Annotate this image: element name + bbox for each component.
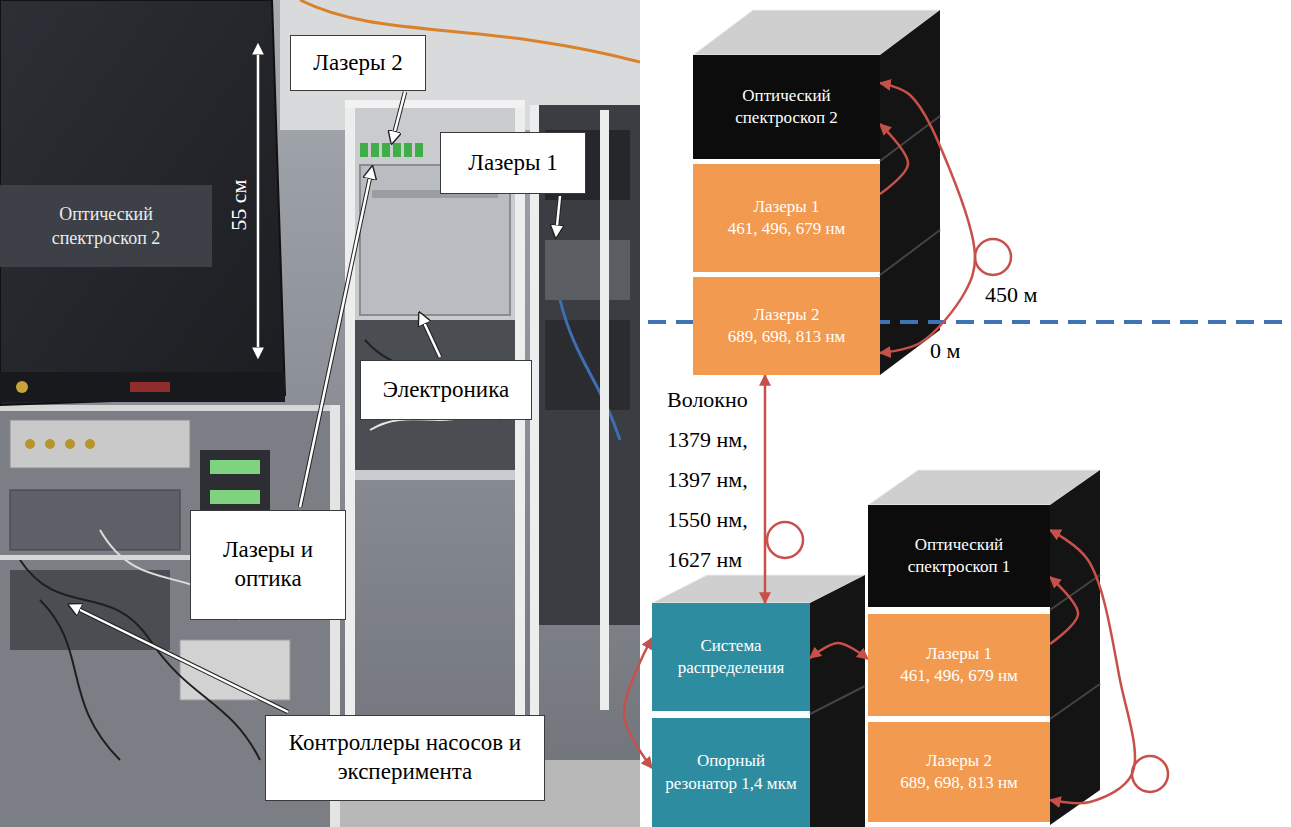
node-title: Оптический спектроскоп 2: [10, 202, 202, 251]
cube-side-face: [810, 575, 865, 827]
fiber-connector: [415, 143, 423, 157]
bnc-connector: [45, 439, 55, 449]
rack-device: [545, 240, 630, 300]
leader-outline: [420, 314, 440, 357]
panel-label: Оптический спектроскоп 2: [0, 185, 212, 267]
connector-label: Волокно 1379 нм, 1397 нм, 1550 нм, 1627 …: [667, 380, 757, 580]
display: [210, 460, 260, 474]
callout-box: Лазеры 2: [290, 35, 426, 91]
instrument-box: [10, 420, 190, 468]
node-title: Контроллеры насосов и эксперимента: [276, 729, 534, 787]
distance-label: 0 м: [930, 338, 960, 364]
display: [210, 490, 260, 504]
dimension-arrow: [257, 44, 260, 358]
fiber-connector: [404, 143, 412, 157]
spectroscope-panel: [0, 0, 285, 405]
cube-edge: [810, 686, 865, 714]
blue-cable: [560, 300, 620, 440]
dimension-label: 55 см: [227, 179, 253, 230]
photo-background: [0, 0, 640, 827]
bnc-connector: [25, 439, 35, 449]
fiber-connector: [371, 143, 379, 157]
connector-arrow: [880, 124, 908, 194]
node-title: Лазеры 2: [301, 49, 415, 78]
panel-base-strip: [0, 372, 285, 402]
connector-arrow: [624, 638, 652, 768]
laser-box: Лазеры 2689, 698, 813 нм: [693, 277, 880, 375]
rack-frame: [345, 100, 525, 108]
laser-box: Лазеры 1461, 496, 679 нм: [693, 164, 880, 272]
logo-mark: [130, 382, 170, 392]
cube-side-face: [1050, 470, 1100, 825]
fiber-coil: [767, 522, 803, 558]
distribution-box: Система распределения: [652, 603, 810, 711]
leader-outline: [300, 168, 372, 507]
bnc-connector: [65, 439, 75, 449]
fiber-connector: [393, 143, 401, 157]
laser-box: Лазеры 2689, 698, 813 нм: [868, 722, 1050, 822]
spectroscope-box: Оптический спектроскоп 1: [868, 505, 1050, 607]
node-title: Лазеры 2: [878, 750, 1040, 772]
rack-post: [345, 100, 355, 760]
instrument-box: [10, 490, 180, 550]
node-title: Оптический спектроскоп 1: [878, 534, 1040, 578]
callout-box: Лазеры 1: [440, 132, 586, 194]
lab-photo: [0, 0, 640, 827]
logo-mark: [16, 381, 28, 393]
connector-arrow: [810, 643, 868, 659]
leader-outline: [556, 196, 560, 236]
node-title: Система распределения: [662, 635, 800, 679]
laser-box: Лазеры 1461, 496, 679 нм: [868, 614, 1050, 716]
resonator-box: Опорный резонатор 1,4 мкм: [652, 718, 810, 827]
node-title: Электроника: [371, 376, 521, 405]
connector-arrow: [1050, 530, 1135, 803]
node-title: Лазеры и оптика: [201, 536, 335, 594]
node-title: Оптический спектроскоп 2: [703, 85, 870, 129]
rack-post: [600, 110, 609, 710]
connector-arrow: [764, 375, 767, 603]
instrument-box: [10, 570, 170, 650]
leader-outline: [392, 92, 405, 142]
node-title: Опорный резонатор 1,4 мкм: [662, 750, 800, 794]
callout-box: Контроллеры насосов и эксперимента: [265, 715, 545, 801]
node-detail: 689, 698, 813 нм: [703, 326, 870, 348]
node-detail: 461, 496, 679 нм: [878, 665, 1040, 687]
node-title: Лазеры 2: [703, 304, 870, 326]
node-detail: 689, 698, 813 нм: [878, 772, 1040, 794]
leader-outline: [70, 605, 288, 712]
callout-box: Лазеры и оптика: [190, 510, 346, 620]
leader-arrow: [70, 605, 288, 712]
cube-edge: [880, 230, 940, 275]
cube-edge: [880, 116, 940, 161]
fiber-connector: [360, 143, 368, 157]
rack-post: [530, 105, 539, 765]
bnc-connector: [85, 439, 95, 449]
shelf: [0, 405, 340, 411]
connector-arrow: [880, 83, 975, 353]
connector-arrow: [1050, 577, 1078, 644]
node-title: Лазеры 1: [878, 643, 1040, 665]
node-detail: 461, 496, 679 нм: [703, 218, 870, 240]
distance-label: 450 м: [985, 282, 1037, 308]
node-title: Лазеры 1: [451, 149, 575, 178]
spectroscope-box: Оптический спектроскоп 2: [693, 55, 880, 159]
cube-edge: [1050, 684, 1100, 719]
fiber-coil: [1132, 756, 1168, 792]
callout-box: Электроника: [360, 360, 532, 420]
leader-arrow: [392, 92, 405, 142]
fiber-coil: [975, 239, 1011, 275]
connector-group: [624, 83, 1135, 803]
rack-device: [545, 320, 630, 410]
node-title: Лазеры 1: [703, 196, 870, 218]
leader-arrow: [420, 314, 440, 357]
leader-arrow: [300, 168, 372, 507]
fiber-connector: [382, 143, 390, 157]
rack-post: [515, 100, 525, 760]
leader-arrow: [556, 196, 560, 236]
